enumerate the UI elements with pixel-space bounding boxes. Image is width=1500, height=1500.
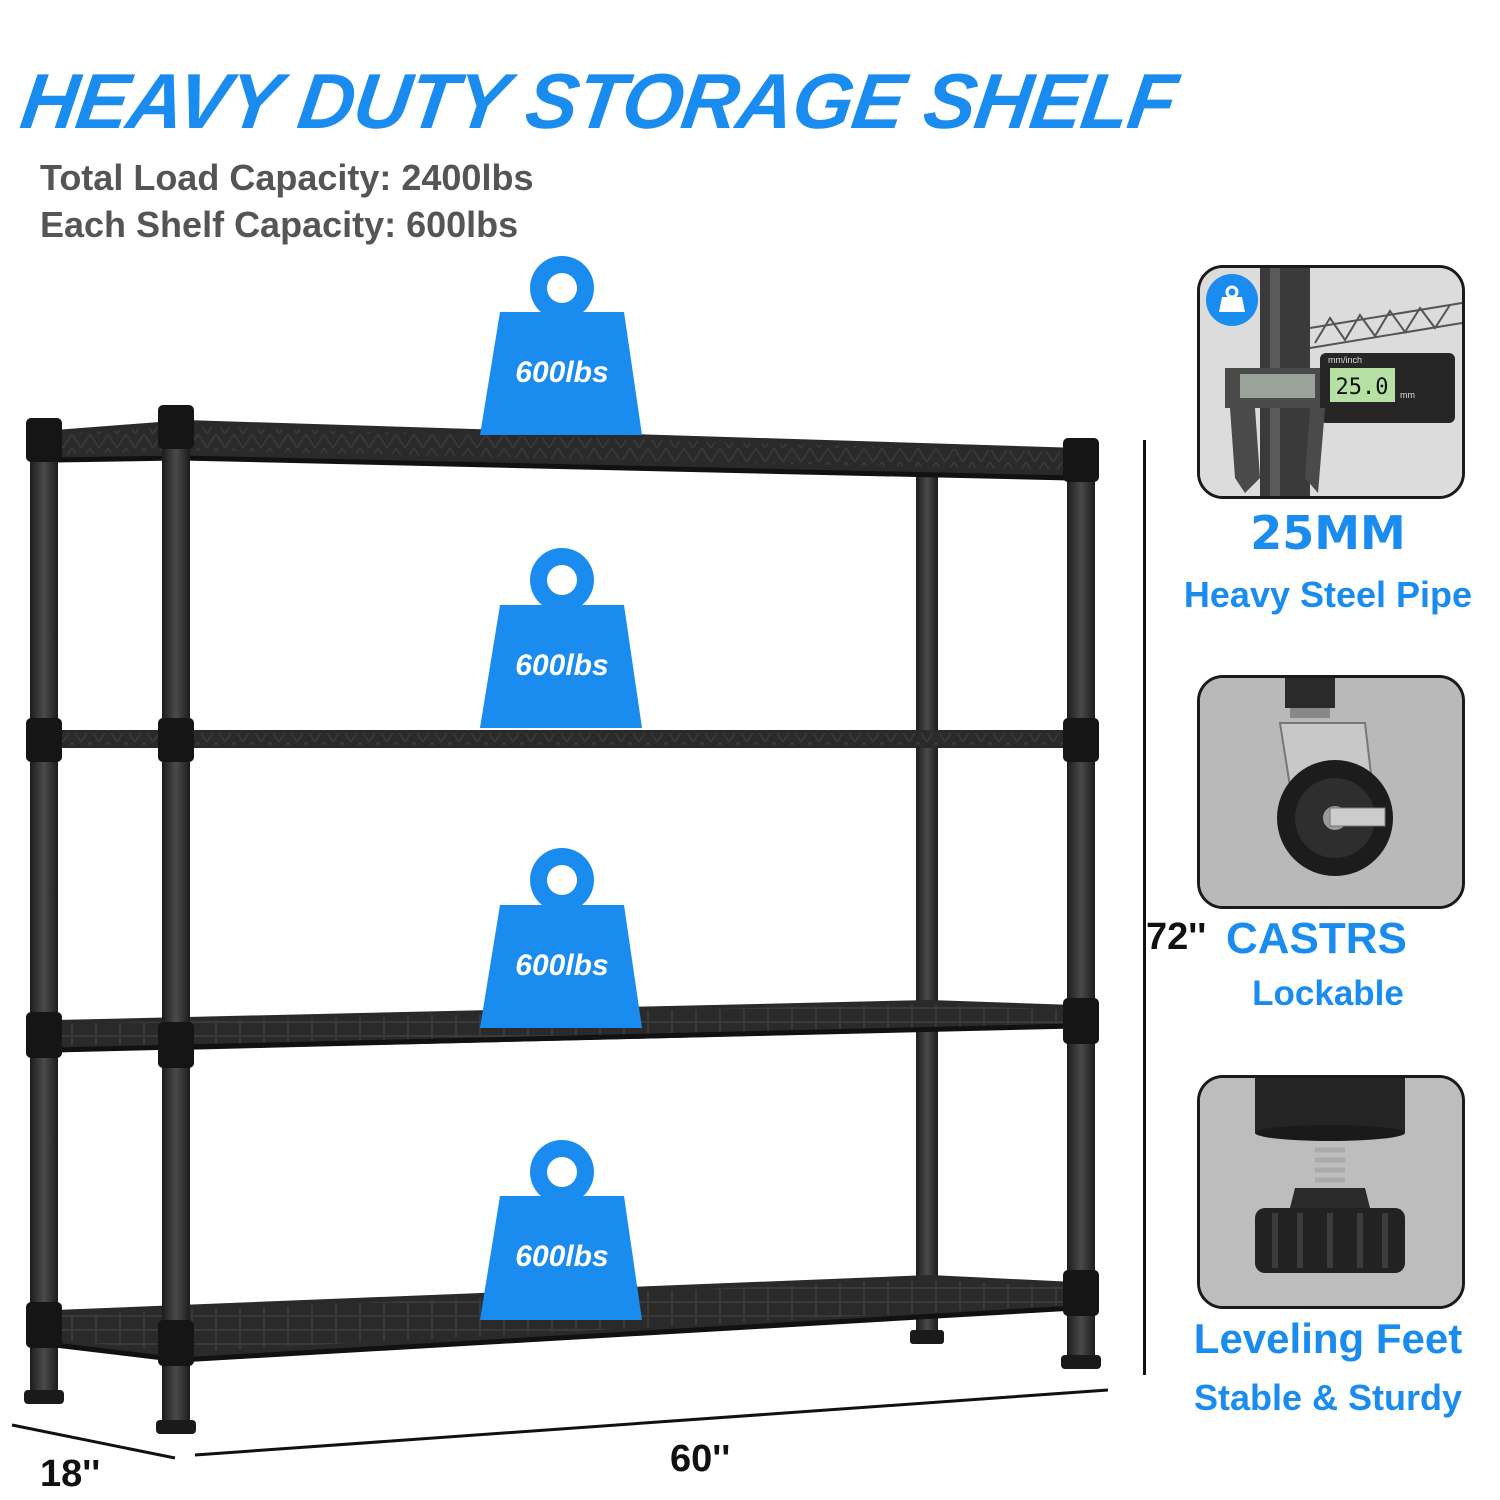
- leveling-foot-icon: [1255, 1078, 1405, 1273]
- weight-label: 600lbs: [515, 949, 608, 982]
- shelf-capacity-text: Each Shelf Capacity: 600lbs: [40, 204, 519, 245]
- leveling-feet-feature-title: Leveling Feet: [1193, 1315, 1463, 1362]
- weight-label: 600lbs: [515, 356, 608, 389]
- width-dimension-line: [194, 1388, 1109, 1457]
- front-right-pole: [1067, 442, 1095, 1360]
- weight-label: 600lbs: [515, 1240, 608, 1273]
- shelf-tier-2: [55, 730, 1075, 748]
- leveling-feet-feature-subtitle: Stable & Sturdy: [1193, 1377, 1463, 1418]
- weight-icon: [1219, 285, 1245, 312]
- weight-label: 600lbs: [515, 649, 608, 682]
- caster-feature-subtitle: Lockable: [1252, 974, 1404, 1013]
- shelf-illustration: 600lbs 600lbs 600lbs 600lbs: [11, 256, 1109, 1460]
- pipe-feature-image: 25.0 mm mm/inch: [1197, 265, 1465, 499]
- width-dimension-label: 60'': [670, 1438, 731, 1480]
- weight-icon: [480, 548, 642, 728]
- weight-icon: [480, 256, 642, 435]
- caliper-reading: 25.0: [1336, 375, 1389, 400]
- shelf-tier-1: [54, 420, 1080, 481]
- back-left-pole: [916, 475, 938, 1340]
- leveling-feet-feature-image: [1197, 1075, 1465, 1309]
- caster-feature-title: CASTRS: [1226, 914, 1407, 963]
- pipe-feature-title: 25MM: [1250, 506, 1406, 560]
- front-left-pole: [30, 420, 58, 1395]
- height-dimension-line: [1143, 440, 1146, 1375]
- depth-dimension-label: 18'': [40, 1453, 101, 1495]
- caster-wheel-icon: [1277, 678, 1393, 876]
- front-mid-pole: [162, 410, 190, 1425]
- depth-dimension-line: [11, 1423, 176, 1460]
- pipe-feature-subtitle: Heavy Steel Pipe: [1183, 574, 1473, 615]
- caliper-header: mm/inch: [1328, 355, 1362, 365]
- caster-feature-image: [1197, 675, 1465, 909]
- caliper-unit: mm: [1400, 390, 1415, 400]
- height-dimension-label: 72'': [1146, 916, 1207, 958]
- weight-icon: [480, 1140, 642, 1320]
- total-capacity-text: Total Load Capacity: 2400lbs: [40, 157, 534, 198]
- weight-icon: [480, 848, 642, 1028]
